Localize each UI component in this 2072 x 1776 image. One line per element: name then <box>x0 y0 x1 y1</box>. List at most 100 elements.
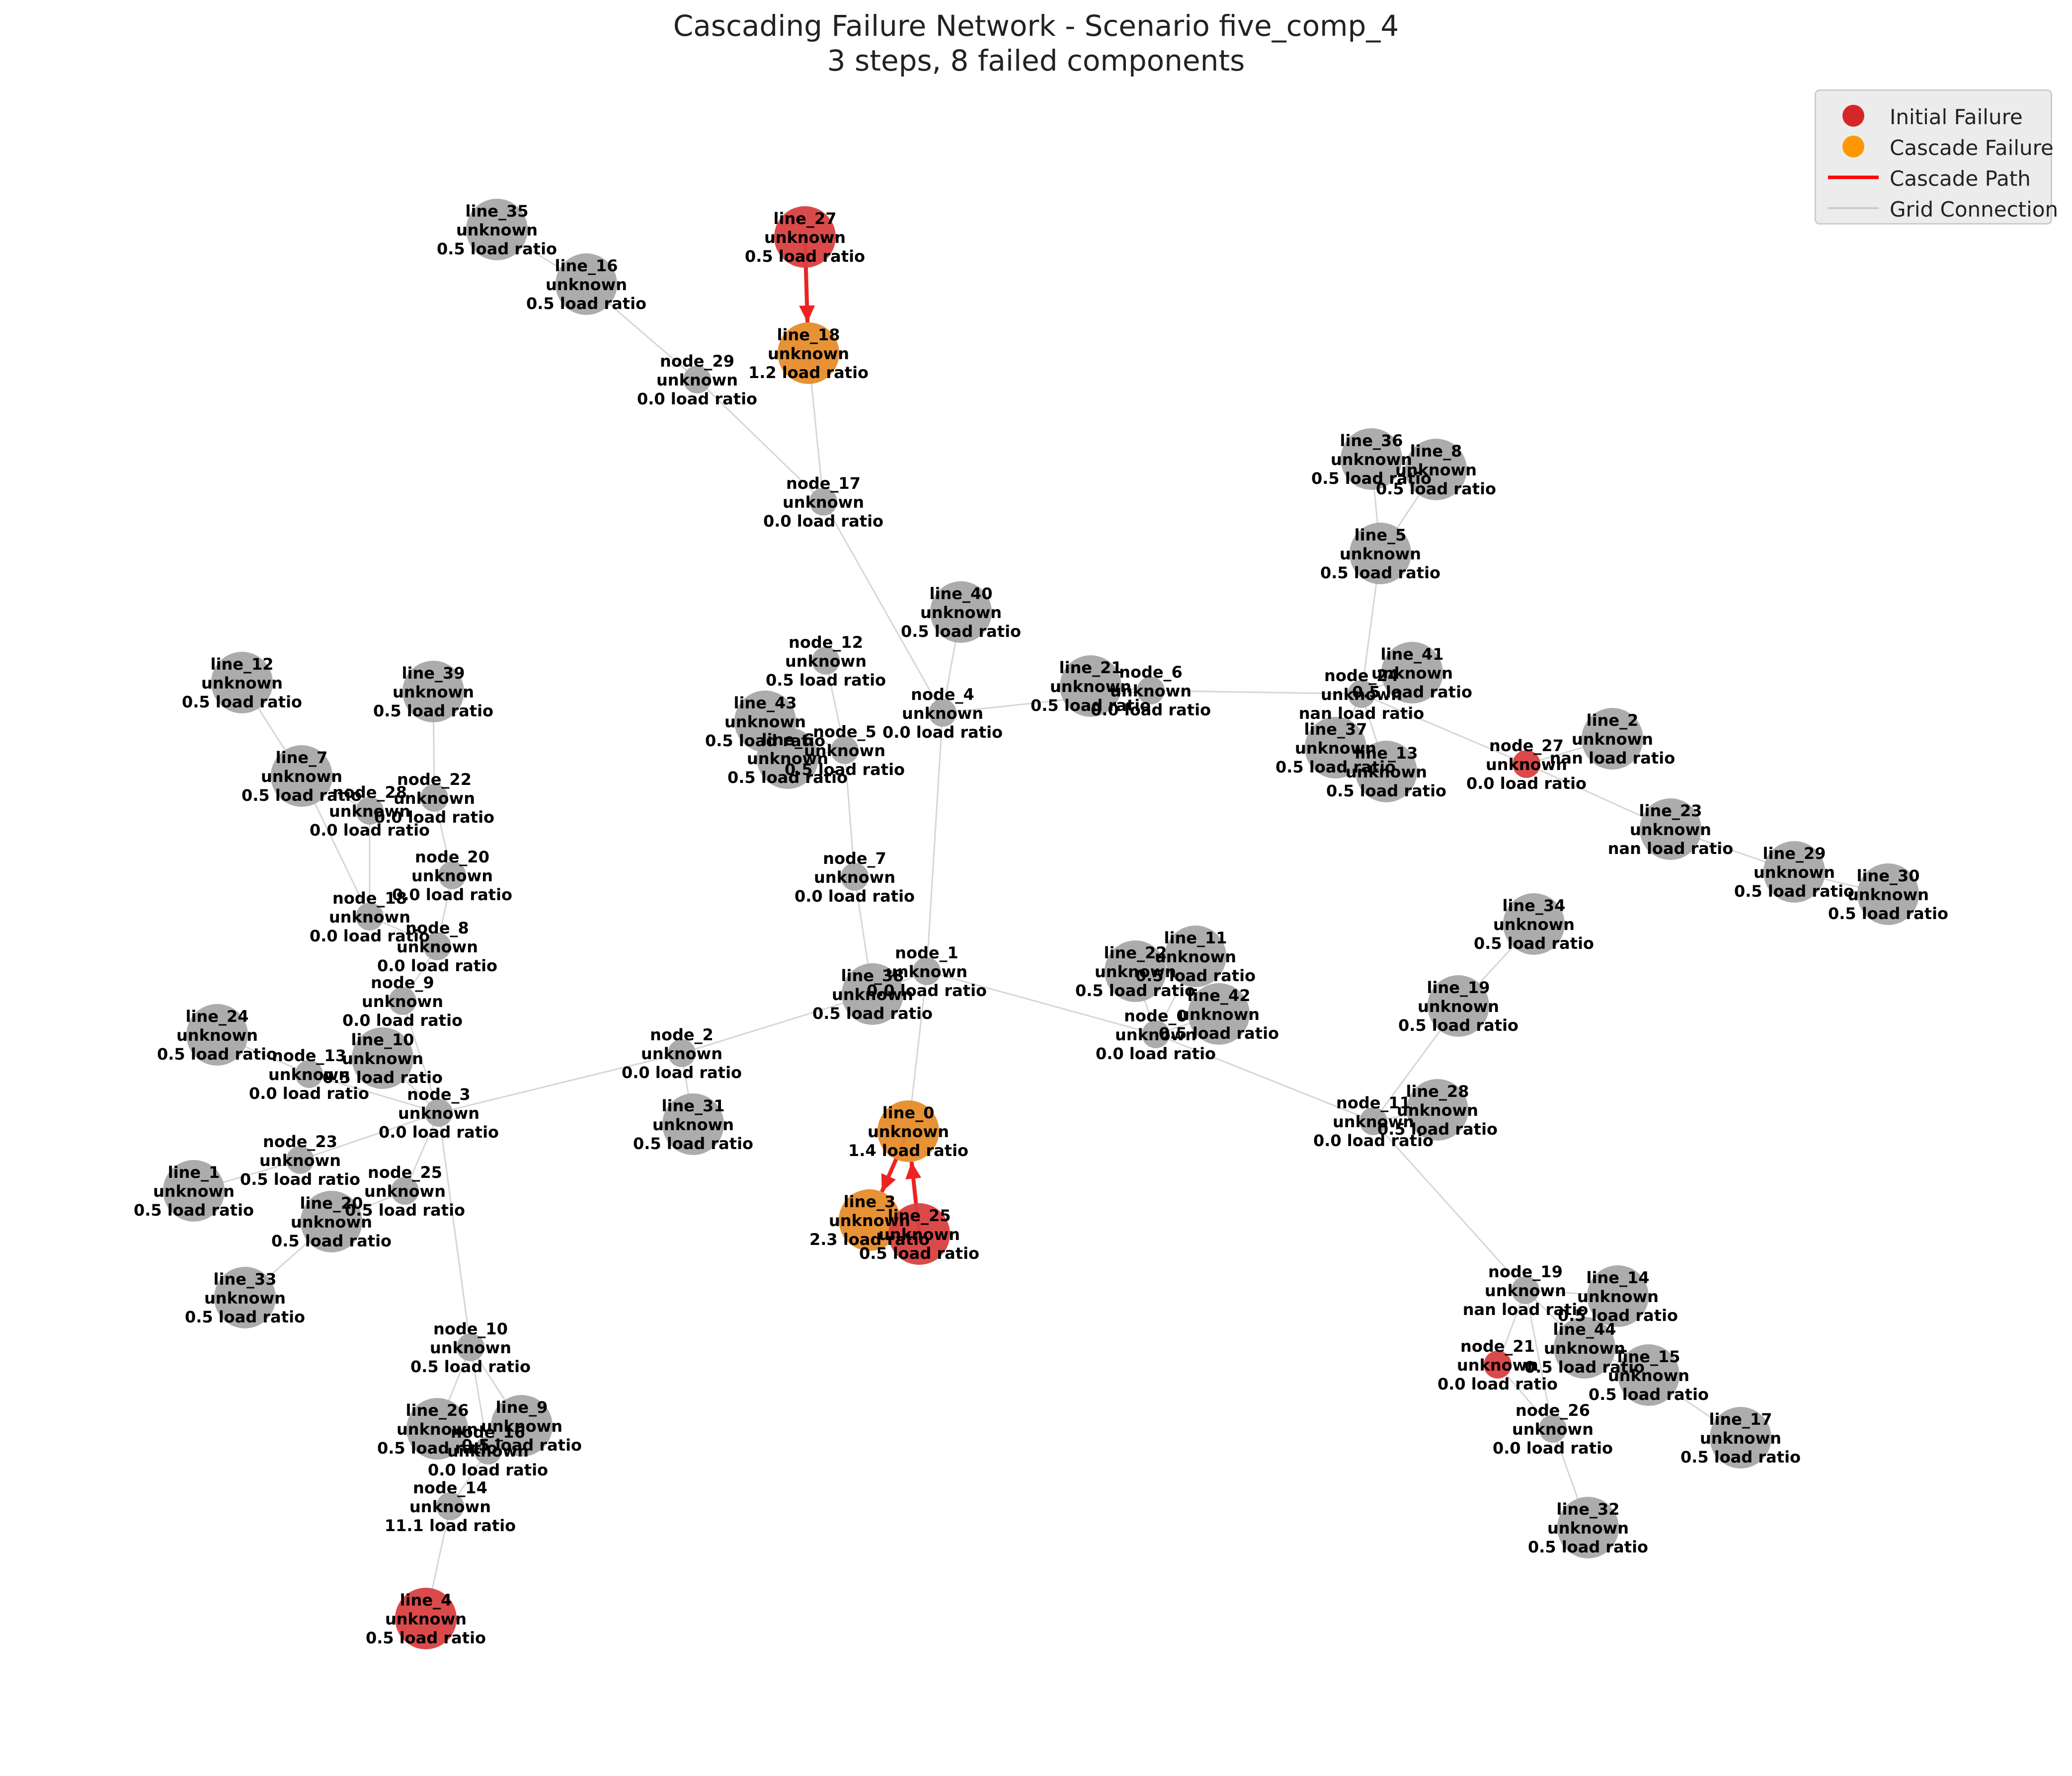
node-line-44[interactable] <box>1554 1317 1615 1379</box>
node-node-26[interactable] <box>1539 1415 1567 1443</box>
node-line-12[interactable] <box>211 652 273 713</box>
node-line-39[interactable] <box>402 661 464 722</box>
node-node-5[interactable] <box>831 736 859 764</box>
node-line-35[interactable] <box>466 199 528 260</box>
node-line-16[interactable] <box>556 253 617 315</box>
node-line-15[interactable] <box>1618 1344 1679 1406</box>
node-line-28[interactable] <box>1407 1079 1468 1141</box>
node-line-40[interactable] <box>930 581 992 643</box>
node-line-19[interactable] <box>1428 975 1489 1037</box>
node-node-24[interactable] <box>1348 680 1375 708</box>
node-line-36[interactable] <box>1341 428 1402 490</box>
node-label-id: line_23 <box>1639 801 1702 820</box>
node-line-34[interactable] <box>1503 893 1565 955</box>
node-label-load: 0.0 load ratio <box>795 887 915 906</box>
node-line-17[interactable] <box>1710 1407 1771 1468</box>
node-line-13[interactable] <box>1355 741 1417 802</box>
node-line-23[interactable] <box>1640 798 1701 860</box>
node-label-id: line_20 <box>300 1194 363 1213</box>
node-label-id: line_15 <box>1617 1347 1680 1366</box>
node-node-17[interactable] <box>809 488 837 516</box>
node-node-29[interactable] <box>683 366 711 393</box>
node-node-6[interactable] <box>1137 677 1165 704</box>
node-node-3[interactable] <box>425 1099 453 1127</box>
node-label-status: unknown <box>1753 863 1835 882</box>
cascade-failure-marker-icon <box>1842 136 1864 157</box>
node-line-41[interactable] <box>1381 642 1443 703</box>
node-label-status: unknown <box>1547 1519 1629 1538</box>
node-label-id: node_12 <box>789 633 863 652</box>
node-line-6[interactable] <box>757 727 818 789</box>
node-line-42[interactable] <box>1188 983 1250 1045</box>
node-line-31[interactable] <box>662 1093 724 1155</box>
node-line-30[interactable] <box>1857 863 1919 925</box>
node-label-id: line_5 <box>1355 526 1407 544</box>
node-line-10[interactable] <box>352 1027 413 1089</box>
node-label-id: node_14 <box>413 1478 487 1497</box>
node-node-4[interactable] <box>929 699 956 727</box>
node-line-25[interactable] <box>888 1203 950 1265</box>
node-line-5[interactable] <box>1350 523 1411 584</box>
node-node-22[interactable] <box>420 784 448 812</box>
node-line-1[interactable] <box>163 1160 225 1222</box>
node-label-status: unknown <box>362 992 443 1011</box>
node-node-18[interactable] <box>356 903 384 930</box>
node-label-status: unknown <box>1608 1366 1689 1385</box>
node-line-33[interactable] <box>214 1267 276 1328</box>
node-line-29[interactable] <box>1763 841 1825 903</box>
node-node-1[interactable] <box>913 957 941 985</box>
node-line-26[interactable] <box>406 1398 468 1460</box>
node-node-28[interactable] <box>356 797 384 825</box>
node-label-id: line_40 <box>930 584 993 603</box>
node-line-38[interactable] <box>842 963 903 1025</box>
node-node-0[interactable] <box>1142 1020 1170 1048</box>
node-label-load: 0.5 load ratio <box>345 1201 465 1220</box>
node-line-3[interactable] <box>839 1189 900 1251</box>
node-line-2[interactable] <box>1582 708 1643 770</box>
grid-connection-node_19-node_26 <box>1524 1290 1554 1429</box>
node-node-13[interactable] <box>295 1060 323 1088</box>
node-node-21[interactable] <box>1484 1351 1512 1379</box>
node-label-id: node_28 <box>332 783 407 802</box>
node-node-27[interactable] <box>1513 750 1540 778</box>
node-node-2[interactable] <box>668 1039 696 1067</box>
node-label-status: unknown <box>409 1497 491 1516</box>
node-node-19[interactable] <box>1512 1276 1539 1304</box>
node-label-id: node_16 <box>451 1423 525 1442</box>
node-line-7[interactable] <box>271 745 332 807</box>
node-label-id: node_2 <box>650 1025 714 1044</box>
node-line-21[interactable] <box>1060 655 1121 717</box>
node-line-27[interactable] <box>774 206 836 268</box>
node-node-25[interactable] <box>391 1177 419 1205</box>
node-line-24[interactable] <box>186 1004 248 1066</box>
node-node-12[interactable] <box>812 647 840 675</box>
node-label-id: line_11 <box>1164 928 1227 947</box>
node-line-4[interactable] <box>395 1588 457 1649</box>
node-label-load: 0.5 load ratio <box>185 1308 305 1326</box>
node-line-11[interactable] <box>1165 926 1226 987</box>
node-label-load: 0.0 load ratio <box>622 1063 742 1082</box>
node-line-0[interactable] <box>877 1100 939 1162</box>
node-label-status: unknown <box>1346 763 1427 781</box>
node-line-32[interactable] <box>1557 1497 1619 1558</box>
node-node-11[interactable] <box>1359 1107 1387 1135</box>
node-line-9[interactable] <box>491 1395 553 1457</box>
node-label-load: 0.5 load ratio <box>1377 1120 1498 1139</box>
node-line-22[interactable] <box>1105 940 1166 1002</box>
node-line-8[interactable] <box>1405 439 1467 500</box>
node-node-9[interactable] <box>389 987 416 1015</box>
node-line-18[interactable] <box>778 322 839 384</box>
node-line-20[interactable] <box>301 1191 362 1252</box>
node-node-16[interactable] <box>474 1437 502 1465</box>
node-line-37[interactable] <box>1305 717 1366 778</box>
node-node-23[interactable] <box>286 1146 314 1174</box>
node-label-id: node_26 <box>1515 1401 1590 1420</box>
chart-title: Cascading Failure Network - Scenario fiv… <box>673 9 1399 43</box>
node-node-14[interactable] <box>436 1492 464 1520</box>
node-label-id: node_22 <box>397 770 472 789</box>
node-line-14[interactable] <box>1587 1265 1649 1327</box>
node-node-20[interactable] <box>438 861 466 889</box>
node-node-10[interactable] <box>457 1333 484 1361</box>
node-node-7[interactable] <box>841 863 869 891</box>
node-node-8[interactable] <box>423 932 451 960</box>
